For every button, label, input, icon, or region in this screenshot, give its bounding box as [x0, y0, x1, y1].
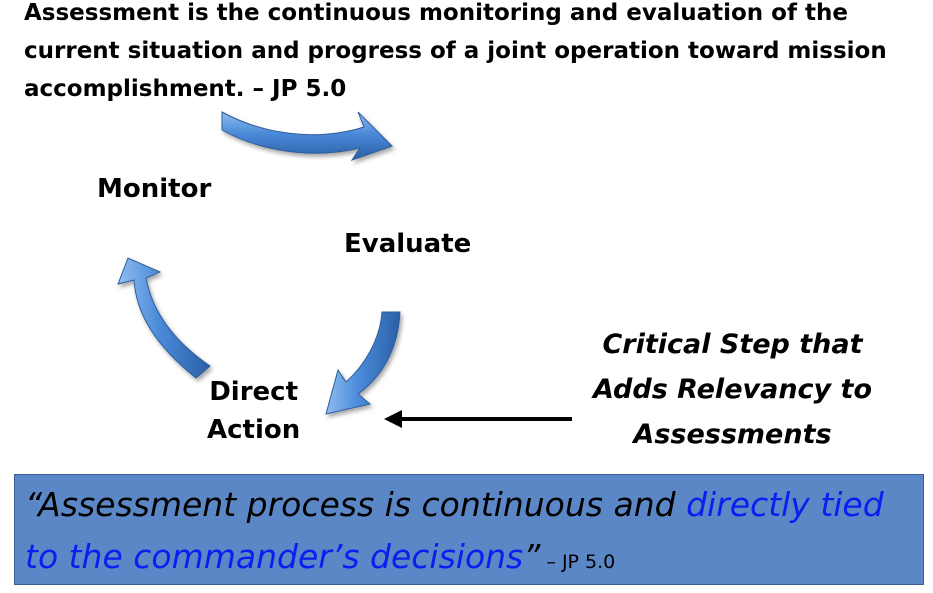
quote-source: – JP 5.0 [540, 551, 616, 573]
callout-line-2: Adds Relevancy to [592, 374, 873, 405]
direct-line-2: Action [207, 415, 301, 445]
assessment-cycle-diagram [117, 111, 572, 428]
cycle-label-monitor: Monitor [97, 174, 212, 204]
quote-text-part1: “Assessment process is continuous and [25, 485, 687, 524]
quote-text-part3: ” [523, 537, 541, 576]
callout-line-3: Assessments [633, 419, 832, 450]
header-definition: Assessment is the continuous monitoring … [24, 0, 887, 102]
direct-line-1: Direct [209, 377, 299, 407]
callout-line-1: Critical Step that [602, 329, 863, 360]
callout-critical-step: Critical Step that Adds Relevancy to Ass… [580, 322, 885, 457]
quote-text-highlight: directly tied to the commander’s decisio… [25, 485, 884, 576]
cycle-label-evaluate: Evaluate [344, 229, 472, 259]
quote-box: “Assessment process is continuous and di… [14, 474, 924, 585]
callout-connector-arrowhead [384, 410, 402, 428]
cycle-arrow-left [117, 257, 211, 379]
cycle-arrow-right [325, 311, 401, 415]
cycle-label-direct-action: Direct Action [207, 373, 300, 449]
cycle-arrow-top [221, 111, 393, 161]
